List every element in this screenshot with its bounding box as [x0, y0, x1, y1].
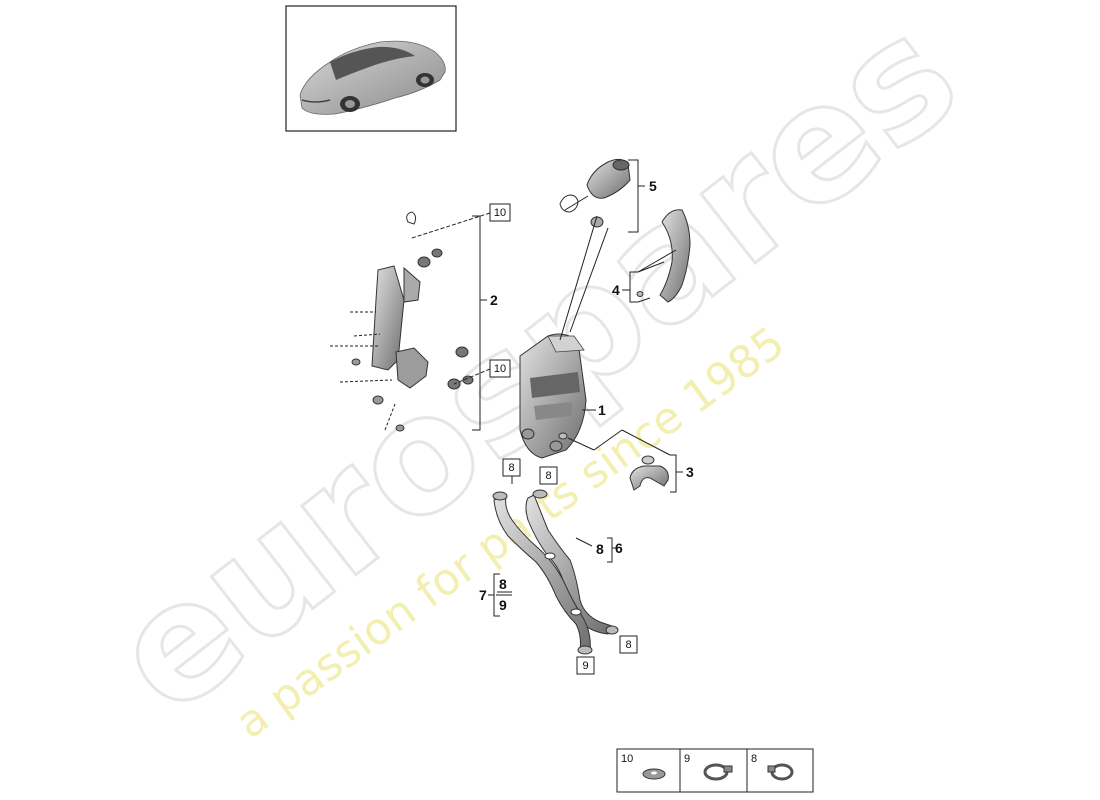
vehicle-thumbnail	[285, 5, 457, 132]
coolant-hoses	[492, 489, 619, 655]
callout-4: 4	[612, 282, 620, 298]
svg-text:10: 10	[494, 363, 506, 375]
callout-1: 1	[598, 402, 606, 418]
legend-cell-8: 8	[751, 753, 794, 781]
svg-text:8: 8	[751, 753, 757, 765]
svg-text:9: 9	[582, 660, 588, 672]
heater-housing	[519, 333, 587, 459]
callout-2: 2	[490, 292, 498, 308]
callout-labels: 5 4 2 1 3 6 7	[479, 178, 694, 603]
parts-legend: 10 9 8	[616, 748, 814, 793]
svg-text:8: 8	[545, 470, 551, 482]
ref-box-10-top: 10	[489, 203, 511, 222]
svg-text:8: 8	[508, 462, 514, 474]
svg-text:10: 10	[494, 207, 506, 219]
svg-text:9: 9	[684, 753, 690, 765]
car-icon	[299, 40, 446, 115]
hose-upper-right	[636, 209, 691, 303]
mounting-bracket	[330, 211, 474, 432]
ref-7-9-text: 9	[499, 597, 507, 613]
callout-5: 5	[649, 178, 657, 194]
hose-clamp-icon	[703, 763, 733, 781]
callout-6: 6	[615, 540, 623, 556]
hose-clamp-icon	[767, 763, 794, 781]
ref-6-8-text: 8	[596, 541, 604, 557]
intake-boot	[559, 158, 631, 228]
svg-text:10: 10	[621, 753, 633, 765]
small-hose	[629, 455, 669, 491]
svg-text:8: 8	[625, 639, 631, 651]
ref-box-8-left: 8	[502, 458, 521, 477]
washer-icon	[642, 768, 666, 780]
ref-box-8-right: 8	[539, 466, 558, 485]
ref-box-6-8: 8	[596, 541, 604, 557]
ref-box-8-end: 8	[619, 635, 638, 654]
leader-lines	[411, 159, 683, 617]
ref-7-8-text: 8	[499, 576, 507, 592]
ref-box-9-end: 9	[576, 656, 595, 675]
legend-cell-10: 10	[621, 753, 666, 780]
legend-cell-9: 9	[684, 753, 733, 781]
callout-3: 3	[686, 464, 694, 480]
callout-7: 7	[479, 587, 487, 603]
boxed-references: 10 10 8 8 8 8 9 8 9	[489, 203, 638, 675]
ref-box-10-mid: 10	[489, 359, 511, 378]
ref-box-7-8-9: 8 9	[497, 576, 512, 613]
